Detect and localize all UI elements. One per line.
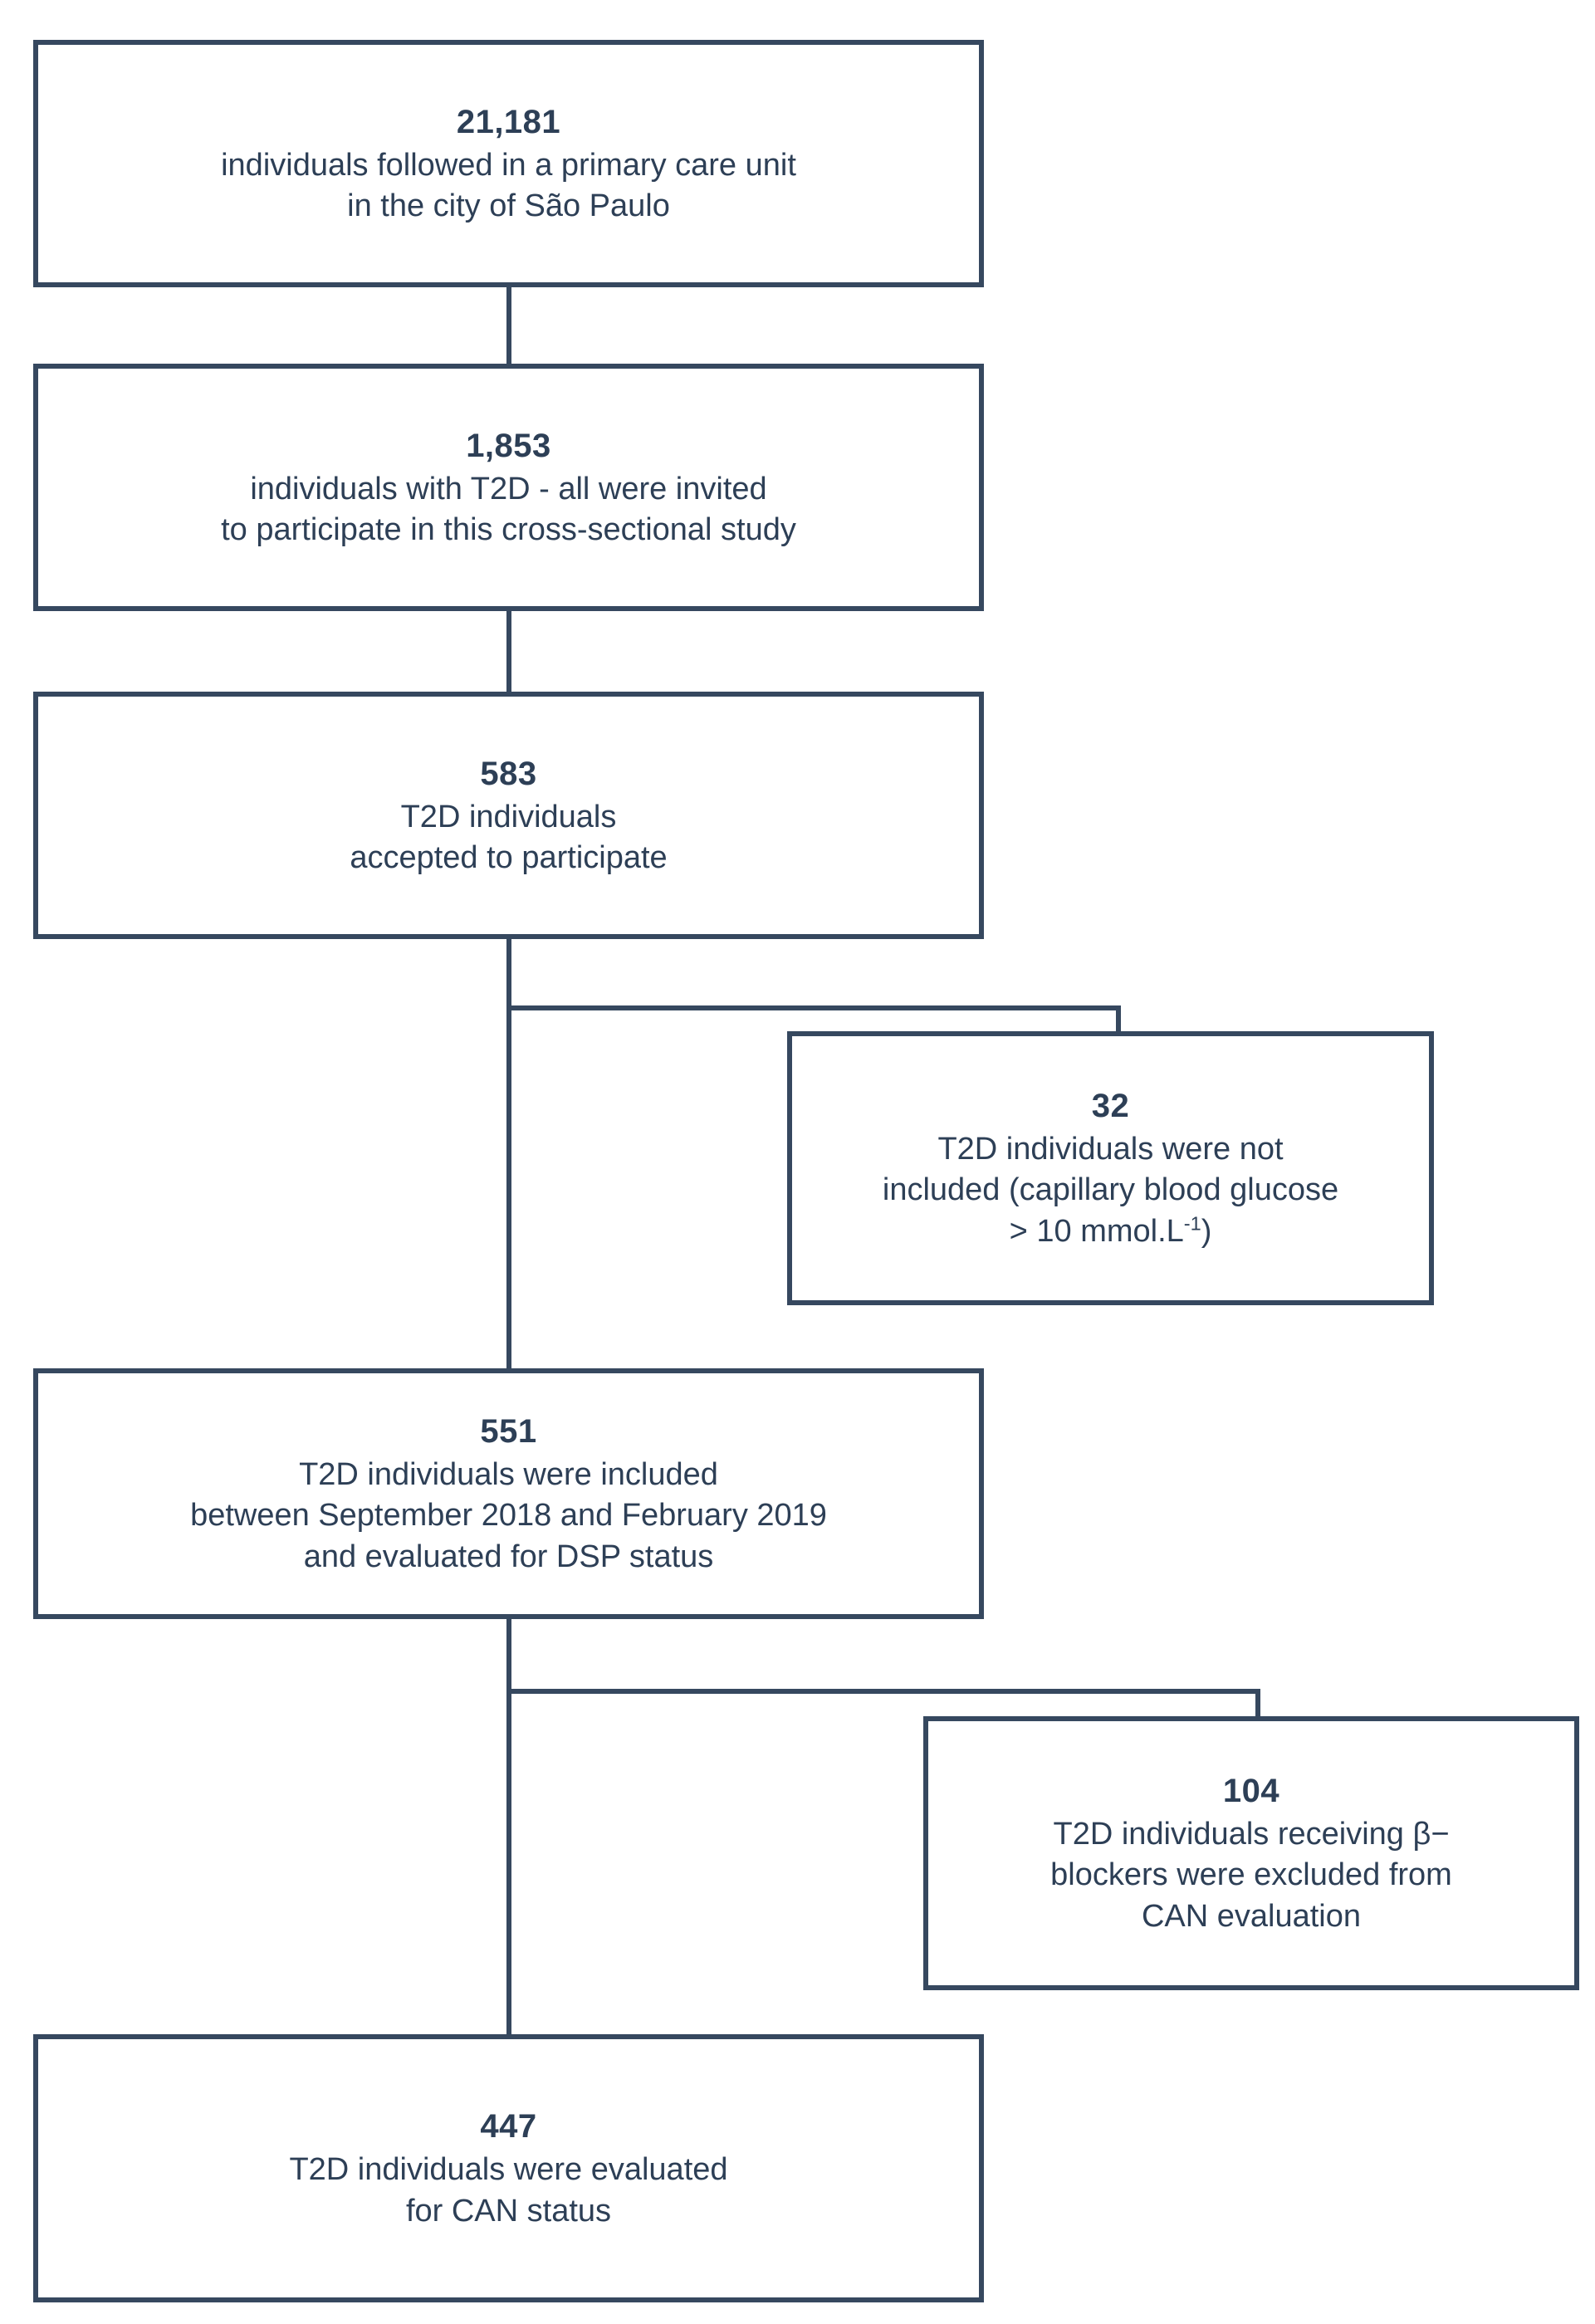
screened-population: 21,181 individuals followed in a primary …	[33, 40, 984, 287]
t2d-invited: 1,853 individuals with T2D - all were inv…	[33, 364, 984, 611]
node-description-tail: )	[1201, 1213, 1212, 1249]
node-count: 32	[1091, 1087, 1130, 1124]
connector-included-branch-h	[506, 1689, 1260, 1694]
node-description: T2D individuals were included between Se…	[190, 1456, 827, 1574]
connector-accepted-branch-v	[1116, 1005, 1121, 1036]
node-description: T2D individuals were not included (capil…	[883, 1129, 1338, 1252]
node-count: 551	[480, 1412, 537, 1450]
node-count: 21,181	[456, 103, 561, 140]
node-description-text: T2D individuals were not included (capil…	[882, 1131, 1339, 1249]
connector-accepted-branch-h	[506, 1005, 1121, 1010]
node-count: 583	[480, 755, 537, 792]
node-description: individuals followed in a primary care u…	[221, 147, 796, 223]
node-count: 104	[1222, 1772, 1280, 1809]
connector-accepted-stem	[506, 939, 511, 1368]
node-description: T2D individuals receiving β− blockers we…	[1050, 1816, 1452, 1934]
node-count: 447	[480, 2108, 537, 2145]
node-description: T2D individuals accepted to participate	[350, 799, 668, 875]
connector-screened-to-invited	[506, 287, 511, 364]
connector-included-stem	[506, 1619, 511, 2034]
node-description: individuals with T2D - all were invited …	[221, 471, 796, 547]
node-count: 1,853	[466, 427, 551, 464]
connector-invited-to-accepted	[506, 611, 511, 692]
superscript-exponent: -1	[1183, 1212, 1201, 1235]
connector-included-branch-v	[1255, 1689, 1260, 1720]
node-description: T2D individuals were evaluated for CAN s…	[289, 2152, 728, 2229]
